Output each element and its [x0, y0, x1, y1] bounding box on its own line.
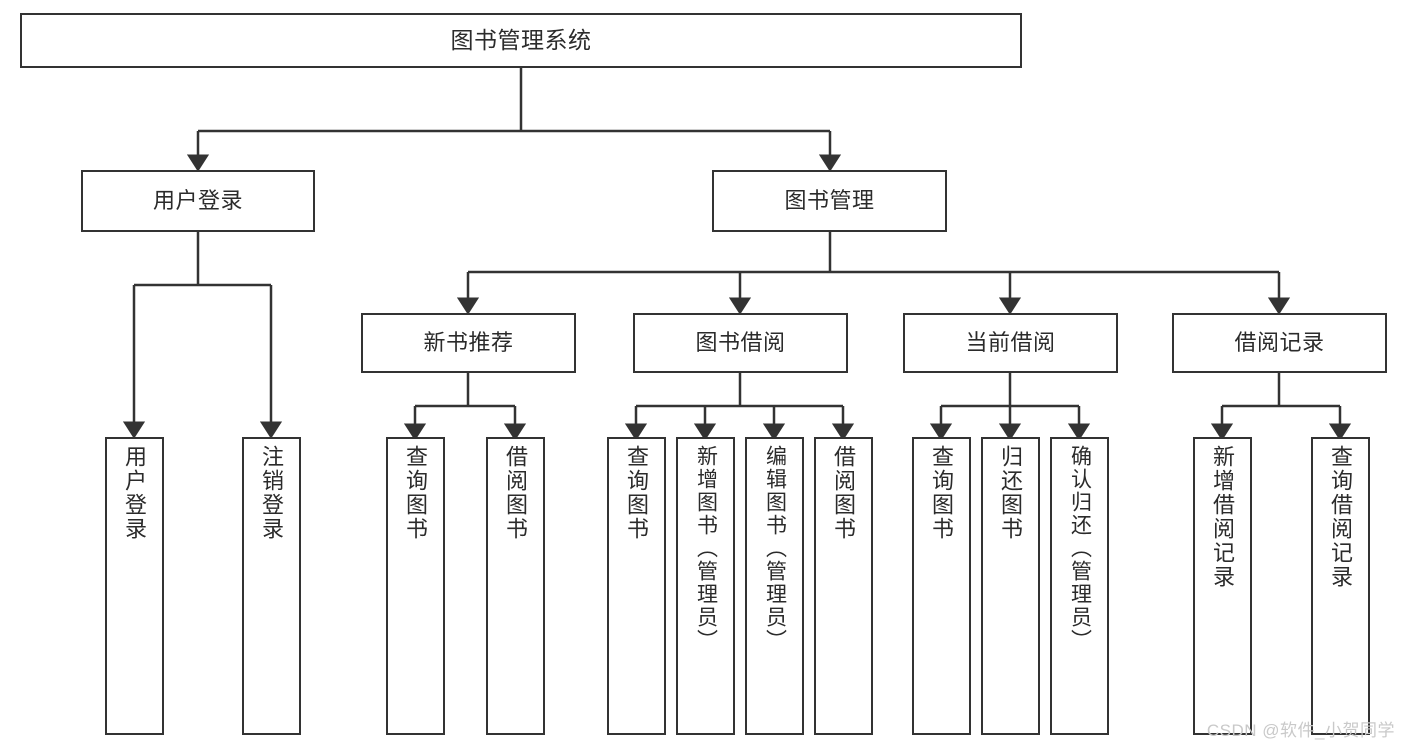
leaf-current-confirm-return-admin[interactable]: 确认归还（管理员） — [1050, 437, 1109, 735]
leaf-current-return-book[interactable]: 归还图书 — [981, 437, 1040, 735]
node-label: 用户登录 — [152, 188, 243, 214]
node-label: 借阅记录 — [1234, 330, 1325, 356]
node-label: 借阅图书 — [831, 445, 857, 541]
node-book-borrow[interactable]: 图书借阅 — [633, 313, 848, 373]
leaf-user-login-logout[interactable]: 注销登录 — [242, 437, 301, 735]
node-label: 注销登录 — [259, 445, 285, 541]
node-label: 当前借阅 — [965, 330, 1056, 356]
node-label: 确认归还（管理员） — [1068, 445, 1092, 652]
leaf-record-add-record[interactable]: 新增借阅记录 — [1193, 437, 1252, 735]
node-label: 查询借阅记录 — [1328, 445, 1354, 589]
node-current-borrow[interactable]: 当前借阅 — [903, 313, 1118, 373]
node-label: 图书借阅 — [695, 330, 786, 356]
node-label: 查询图书 — [929, 445, 955, 541]
node-book-management[interactable]: 图书管理 — [712, 170, 947, 232]
node-label: 新增借阅记录 — [1210, 445, 1236, 589]
node-label: 查询图书 — [624, 445, 650, 541]
node-label: 新书推荐 — [423, 330, 514, 356]
leaf-recommend-query-book[interactable]: 查询图书 — [386, 437, 445, 735]
node-label: 用户登录 — [122, 445, 148, 541]
node-root-system[interactable]: 图书管理系统 — [20, 13, 1022, 68]
node-label: 编辑图书（管理员） — [763, 445, 787, 652]
leaf-borrow-borrow-book[interactable]: 借阅图书 — [814, 437, 873, 735]
leaf-recommend-borrow-book[interactable]: 借阅图书 — [486, 437, 545, 735]
node-borrow-record[interactable]: 借阅记录 — [1172, 313, 1387, 373]
node-label: 借阅图书 — [503, 445, 529, 541]
leaf-user-login-login[interactable]: 用户登录 — [105, 437, 164, 735]
leaf-borrow-query-book[interactable]: 查询图书 — [607, 437, 666, 735]
node-label: 图书管理系统 — [450, 26, 592, 53]
leaf-borrow-add-book-admin[interactable]: 新增图书（管理员） — [676, 437, 735, 735]
leaf-borrow-edit-book-admin[interactable]: 编辑图书（管理员） — [745, 437, 804, 735]
node-new-book-recommend[interactable]: 新书推荐 — [361, 313, 576, 373]
leaf-current-query-book[interactable]: 查询图书 — [912, 437, 971, 735]
node-user-login[interactable]: 用户登录 — [81, 170, 315, 232]
node-label: 图书管理 — [784, 188, 875, 214]
node-label: 查询图书 — [403, 445, 429, 541]
leaf-record-query-record[interactable]: 查询借阅记录 — [1311, 437, 1370, 735]
node-label: 新增图书（管理员） — [694, 445, 718, 652]
node-label: 归还图书 — [998, 445, 1024, 541]
